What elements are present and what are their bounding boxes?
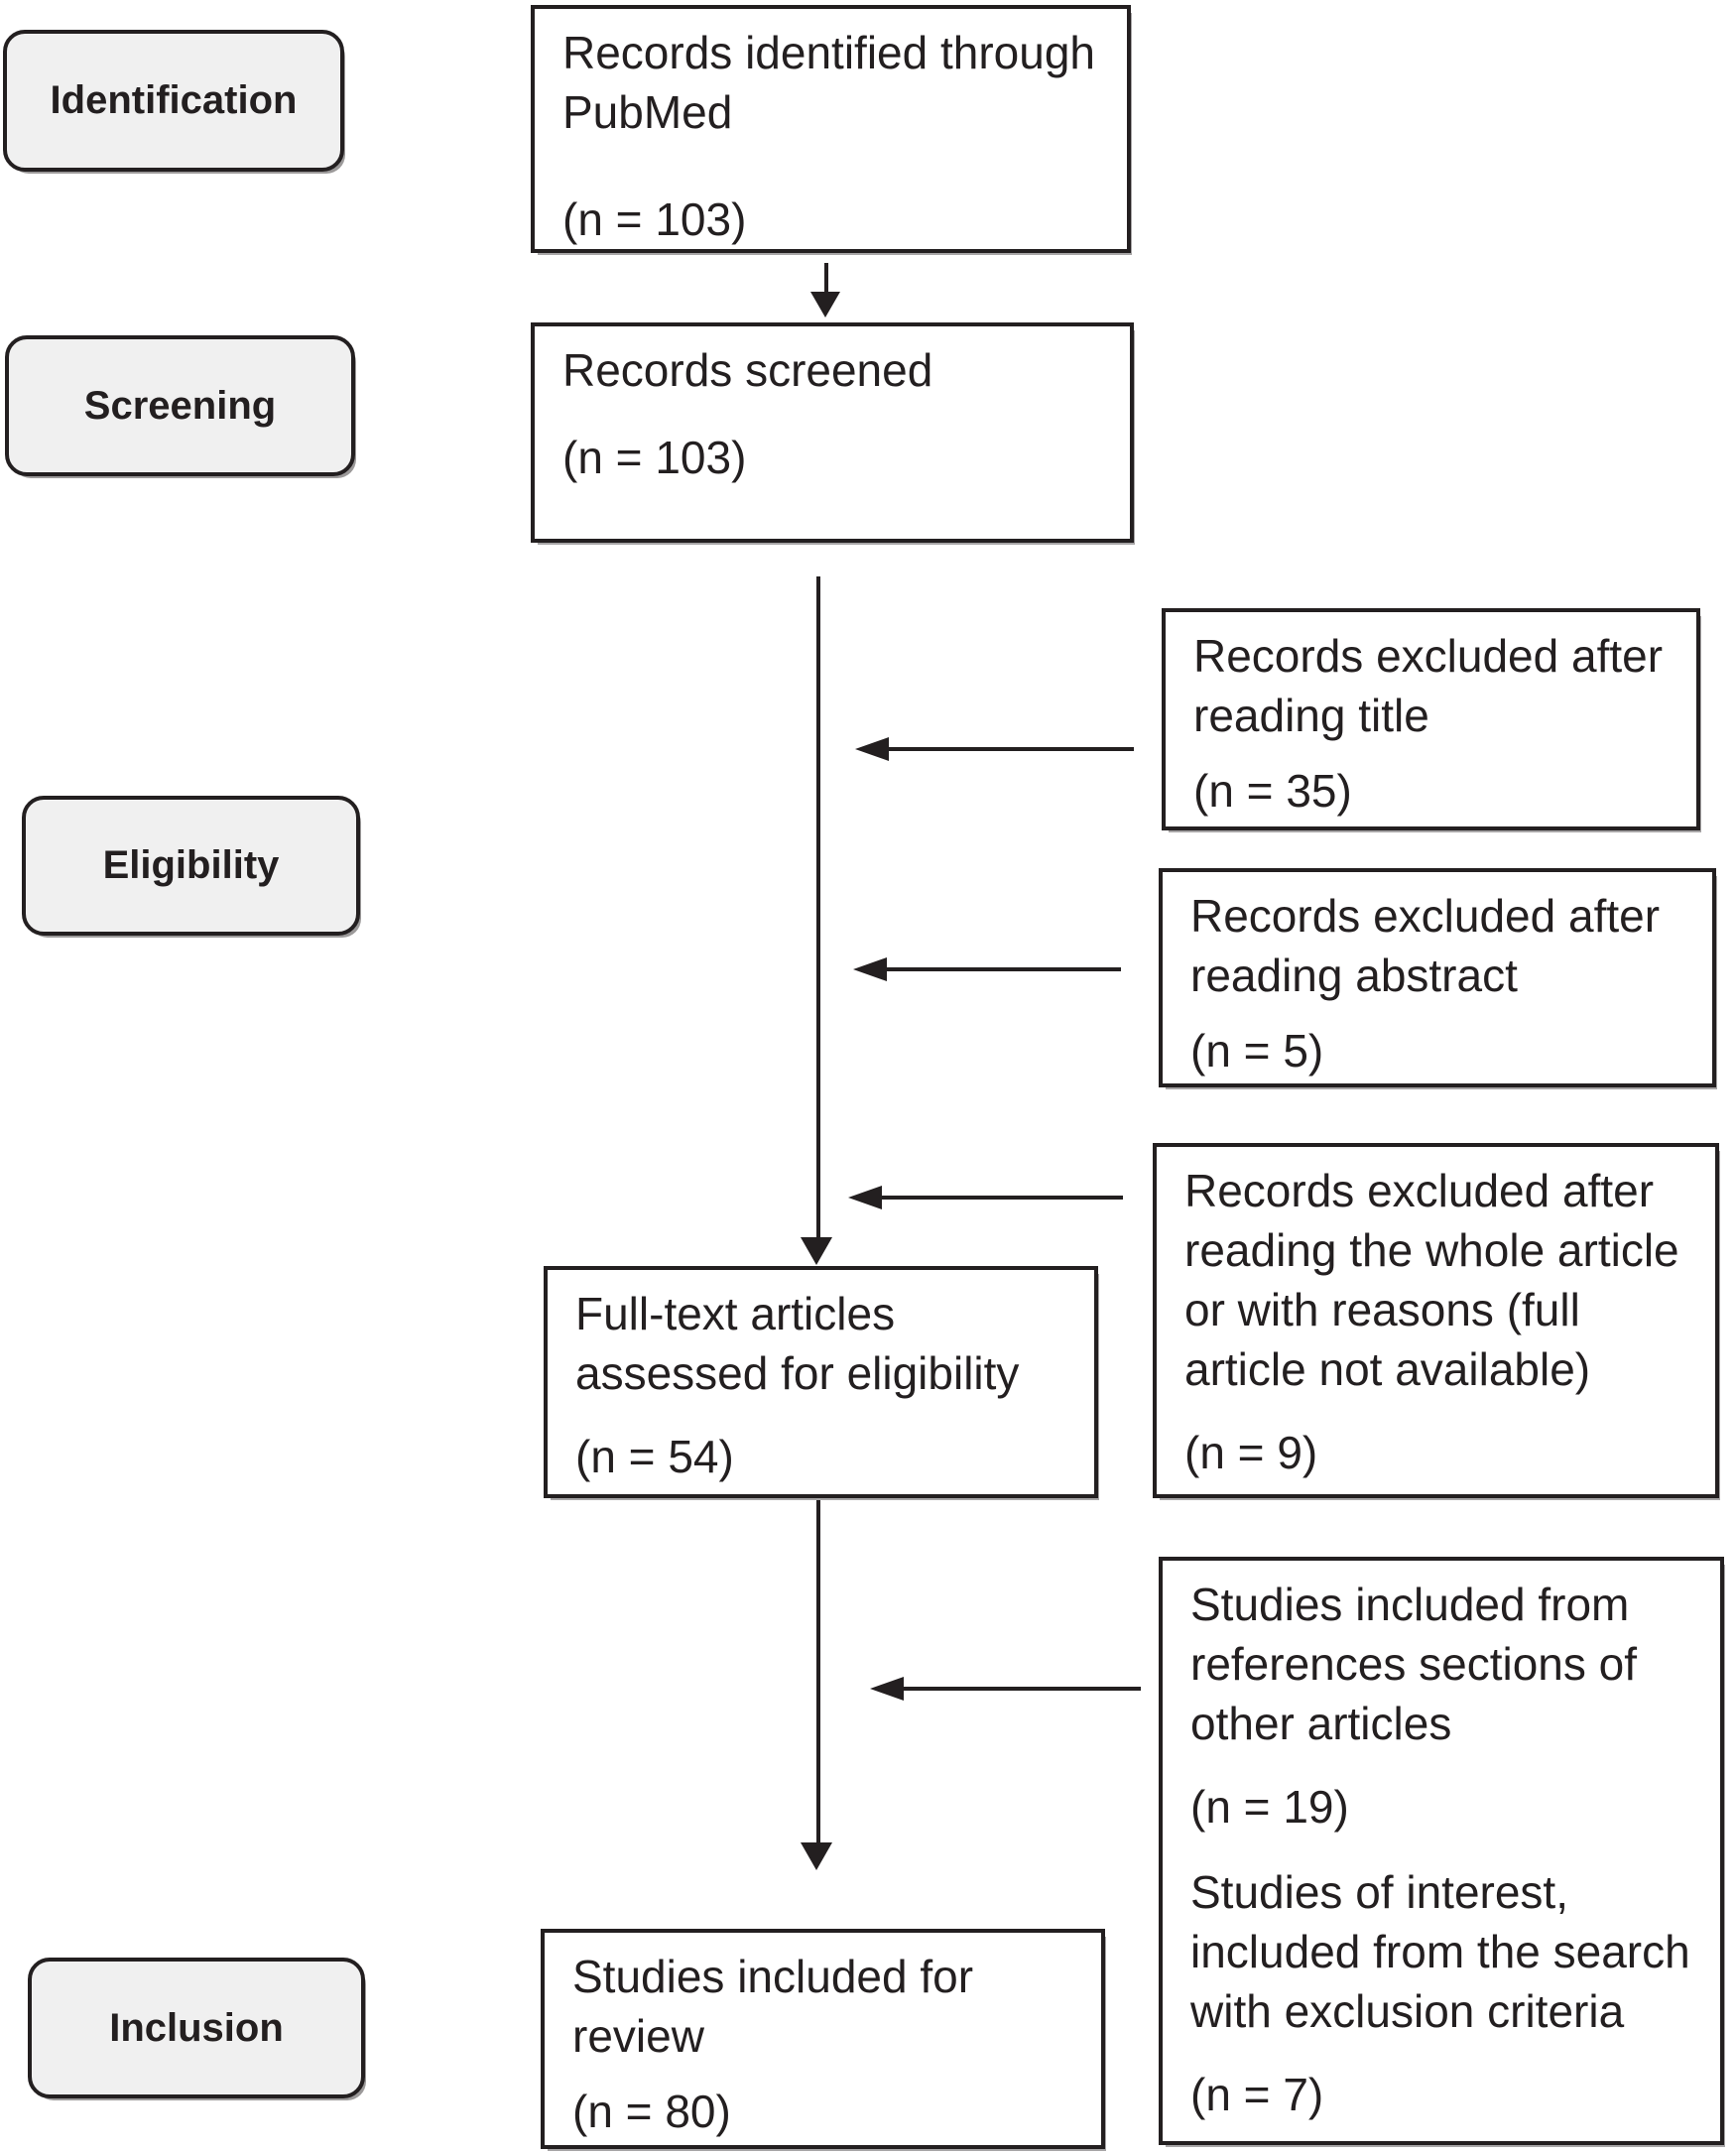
down-arrow-shaft-screened-to-fulltext [816,576,820,1238]
box-text-line: PubMed [562,86,733,138]
box-text-line: Full-text articles [575,1288,896,1339]
stage-label-text: Identification [50,78,298,122]
box-count: (n = 7) [1190,2069,1324,2120]
down-arrowhead-icon [801,1842,832,1870]
box-text-line: reading abstract [1190,950,1518,1001]
down-arrow-shaft-fulltext-to-included [816,1500,820,1843]
box-count: (n = 54) [575,1431,734,1482]
down-arrowhead-icon [810,292,840,317]
stage-label-text: Screening [83,383,277,428]
box-text-line: other articles [1190,1698,1452,1749]
box-text-line: or with reasons (full [1184,1284,1580,1335]
left-arrowhead-icon [853,957,887,981]
box-text-line: Records excluded after [1184,1165,1655,1216]
box-text-line: reading title [1193,690,1429,741]
flow-box-fulltext-assessed: Full-text articles assessed for eligibil… [544,1266,1098,1498]
box-text-line: references sections of [1190,1638,1638,1690]
box-count: (n = 9) [1184,1427,1318,1478]
box-count: (n = 35) [1193,765,1352,817]
box-text-line: Studies of interest, [1190,1866,1568,1918]
down-arrowhead-icon [801,1237,832,1265]
box-text-line: with exclusion criteria [1190,1985,1625,2037]
flow-box-excluded-abstract: Records excluded after reading abstract … [1159,868,1716,1087]
box-count: (n = 5) [1190,1025,1324,1077]
box-count: (n = 103) [562,193,747,245]
stage-label-inclusion: Inclusion [28,1958,365,2098]
flow-box-studies-included: Studies included for review (n = 80) [541,1929,1105,2149]
box-text-line: review [572,2010,704,2062]
box-text-line: Records identified through [562,27,1095,78]
stage-label-text: Inclusion [109,2005,284,2050]
left-arrowhead-icon [870,1677,904,1701]
down-arrow-shaft-identified-to-screened [824,263,828,294]
flow-box-records-identified: Records identified through PubMed (n = 1… [531,5,1131,253]
left-arrow-shaft-excluded-title [889,747,1134,751]
box-text-line: Records excluded after [1193,630,1664,682]
stage-label-screening: Screening [5,335,355,476]
stage-label-identification: Identification [3,30,344,172]
left-arrowhead-icon [848,1186,882,1209]
box-text-line: article not available) [1184,1343,1591,1395]
box-text-line: Records screened [562,344,933,396]
stage-label-eligibility: Eligibility [22,796,360,936]
box-count: (n = 103) [562,432,747,483]
left-arrow-shaft-excluded-full-article [882,1196,1123,1200]
left-arrow-shaft-excluded-abstract [887,967,1121,971]
box-text-line: Records excluded after [1190,890,1661,942]
flow-box-excluded-title: Records excluded after reading title (n … [1162,608,1700,830]
flow-box-records-screened: Records screened (n = 103) [531,322,1134,543]
left-arrowhead-icon [855,737,889,761]
flow-box-included-references: Studies included from references section… [1159,1557,1724,2145]
flow-box-excluded-full-article: Records excluded after reading the whole… [1153,1143,1719,1498]
box-count: (n = 19) [1190,1781,1349,1833]
stage-label-text: Eligibility [102,843,280,887]
box-text-line: Studies included from [1190,1579,1630,1630]
box-count: (n = 80) [572,2086,731,2137]
box-text-line: included from the search [1190,1926,1690,1977]
box-text-line: assessed for eligibility [575,1347,1020,1399]
left-arrow-shaft-included-references [904,1687,1141,1691]
box-text-line: Studies included for [572,1951,974,2002]
box-text-line: reading the whole article [1184,1224,1679,1276]
